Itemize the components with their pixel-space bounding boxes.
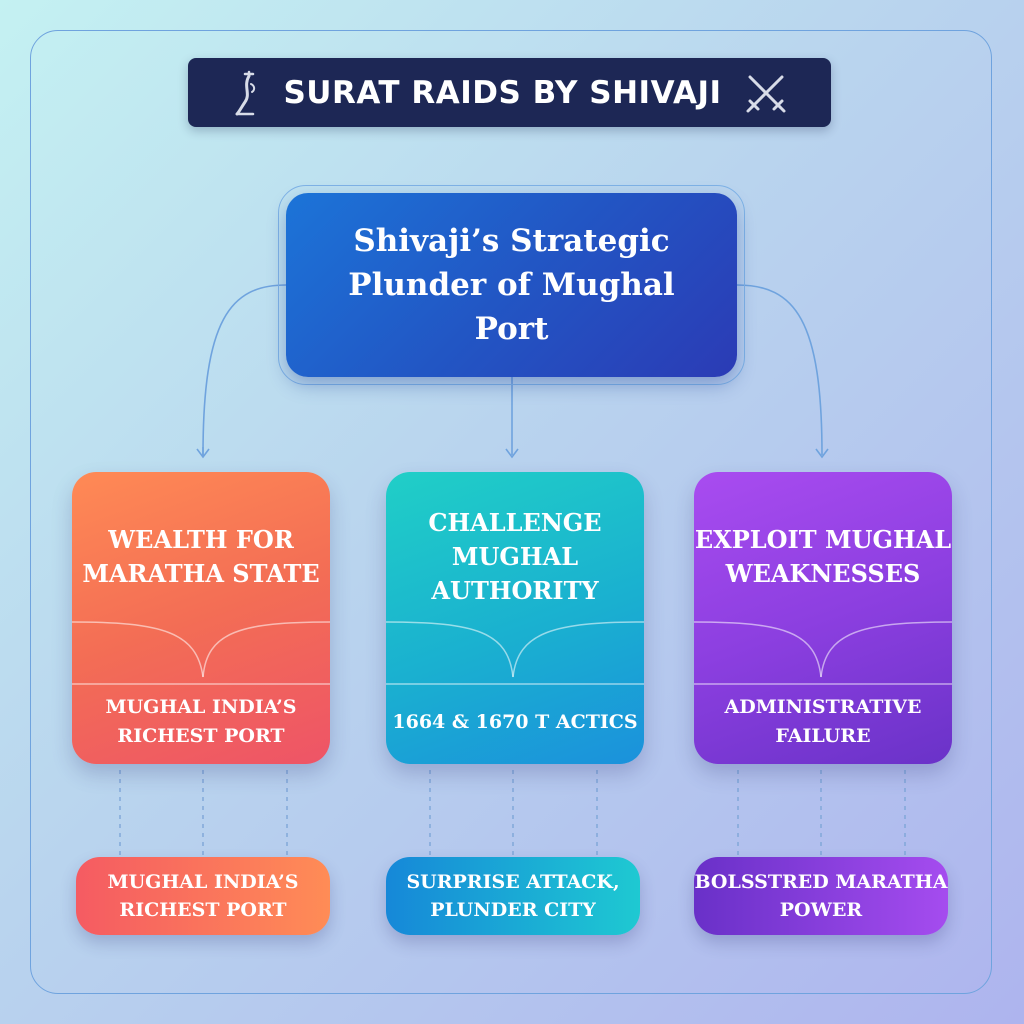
branch-detail: 1664 & 1670 T ACTICS: [392, 710, 638, 733]
connector-right: [736, 284, 823, 456]
branch-title: EXPLOIT MUGHAL WEAKNESSES: [694, 525, 952, 588]
branch-detail: ADMINISTRATIVE FAILURE: [724, 696, 922, 747]
outcome-pill: MUGHAL INDIA’S RICHEST PORT: [76, 857, 330, 935]
root-node: Shivaji’s Strategic Plunder of Mughal Po…: [286, 193, 737, 377]
title-banner: SURAT RAIDS BY SHIVAJI: [188, 58, 831, 127]
branch-card-challenge: CHALLENGE MUGHAL AUTHORITY 1664 & 1670 T…: [386, 472, 644, 764]
card-divider: [72, 621, 330, 685]
crossed-swords-icon: [744, 71, 788, 115]
branch-card-exploit: EXPLOIT MUGHAL WEAKNESSES ADMINISTRATIVE…: [694, 472, 952, 764]
arrow-right-icon: [815, 448, 829, 459]
connector-left: [202, 284, 287, 456]
sword-hand-icon: [231, 68, 261, 118]
arrow-left-icon: [196, 447, 210, 459]
root-node-label: Shivaji’s Strategic Plunder of Mughal Po…: [348, 223, 675, 347]
branch-card-wealth: WEALTH FOR MARATHA STATE MUGHAL INDIA’S …: [72, 472, 330, 764]
arrow-center-icon: [505, 448, 519, 459]
card-divider: [386, 621, 644, 685]
page-title: SURAT RAIDS BY SHIVAJI: [283, 74, 722, 111]
branch-title: WEALTH FOR MARATHA STATE: [82, 525, 320, 588]
branch-detail: MUGHAL INDIA’S RICHEST PORT: [105, 696, 297, 747]
card-divider: [694, 621, 952, 685]
root-node-outline: [278, 185, 745, 385]
outcome-pill: BOLSSTRED MARATHA POWER: [694, 857, 948, 935]
outer-frame: [30, 30, 992, 994]
branch-title: CHALLENGE MUGHAL AUTHORITY: [428, 508, 602, 605]
outcome-pill: SURPRISE ATTACK, PLUNDER CITY: [386, 857, 640, 935]
